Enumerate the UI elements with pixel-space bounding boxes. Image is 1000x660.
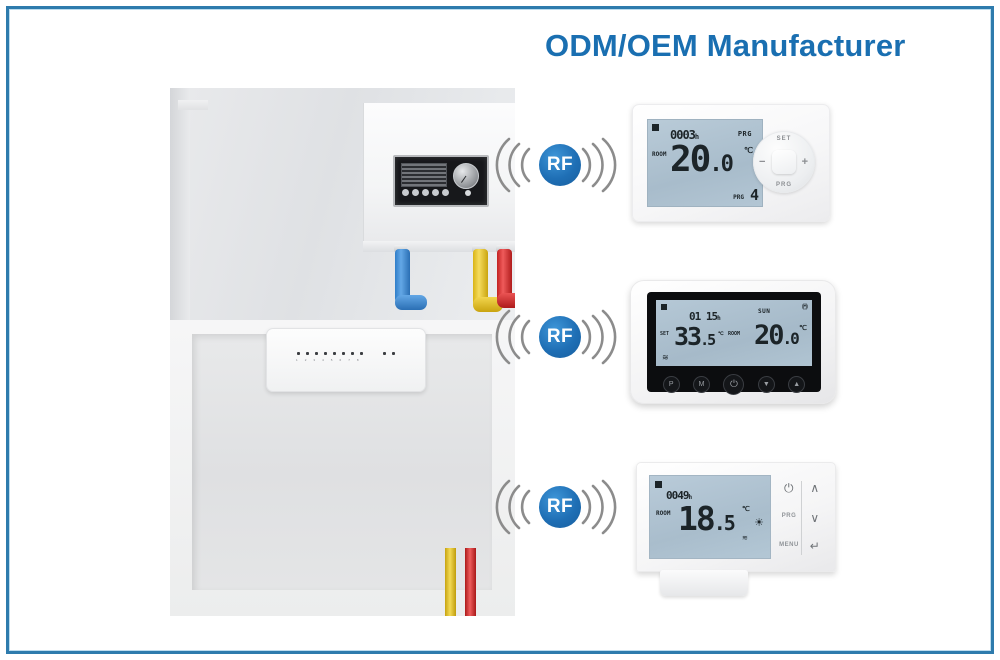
rf-label-circle: RF (539, 486, 581, 528)
floor-heating-icon: ≋ (742, 535, 748, 542)
plus-button[interactable]: + (801, 156, 809, 168)
thermostat-1-display: 0003h PRG ROOM 20.0 ℃ PRG 4 (647, 119, 763, 207)
down-key[interactable]: ▼ (757, 376, 775, 393)
rf-label-circle: RF (539, 144, 581, 186)
pipe-fitting (496, 245, 509, 252)
wiring-centre-led-numbers: 1 2 3 4 5 6 7 8 (296, 358, 362, 362)
back-key[interactable]: ↵ (809, 539, 821, 553)
sun-icon: ☀ (754, 517, 764, 529)
floor-heating-icon: ≋ (662, 353, 669, 362)
boiler-base (363, 241, 515, 252)
cabinet-interior: 1 2 3 4 5 6 7 8 (192, 328, 492, 616)
rf-label-circle: RF (539, 316, 581, 358)
page-title: ODM/OEM Manufacturer (545, 28, 906, 63)
clock-value: 0003h (670, 128, 699, 142)
thermostat-1-control-pad[interactable]: SET PRG − + (753, 131, 815, 193)
mode-label: PRG (737, 130, 752, 138)
clock-value: 01 15h (689, 310, 721, 323)
wall-shadow (170, 88, 190, 320)
wiring-centre: 1 2 3 4 5 6 7 8 (266, 328, 426, 392)
room-temperature-value: 20.0 (754, 320, 800, 351)
minus-button[interactable]: − (759, 156, 767, 168)
manifold-flow-pipe (445, 548, 456, 616)
mode-key[interactable]: M (693, 376, 711, 393)
program-number: 4 (749, 186, 759, 204)
room-temperature-unit: ℃ (799, 324, 807, 332)
thermostat-3-display: 0049h ROOM 18.5 ℃ ☀ ≋ (649, 475, 771, 559)
rf-badge: RF (495, 136, 617, 194)
up-key[interactable]: ▲ (788, 376, 806, 393)
cold-water-pipe (395, 249, 410, 305)
power-key[interactable]: ⏻ (784, 481, 794, 495)
boiler-knob-icon (465, 190, 471, 196)
installation-photo: 1 2 3 4 5 6 7 8 (170, 88, 515, 616)
room-label: ROOM (728, 331, 741, 337)
signal-icon: ((•)) (801, 304, 808, 310)
battery-icon (655, 481, 662, 488)
rf-badge: RF (495, 478, 617, 536)
pressure-gauge-icon (453, 163, 479, 189)
thermostat-3-keys[interactable]: ⏻ PRG MENU ∧ ∨ ↵ (779, 479, 823, 557)
manifold-return-pipe (465, 548, 476, 616)
rf-label: RF (546, 154, 574, 175)
program-label: PRG (733, 194, 744, 201)
thermostat-2-faceplate: ((•)) 01 15h SUN SET 33.5 ℃ ROOM 20.0 ℃ … (647, 292, 821, 395)
boiler-unit (363, 103, 515, 242)
thermostat-desktop-model[interactable]: 0049h ROOM 18.5 ℃ ☀ ≋ ⏻ PRG MENU ∧ ∨ ↵ (636, 462, 836, 572)
thermostat-knob-model[interactable]: 0003h PRG ROOM 20.0 ℃ PRG 4 SET PRG − + (632, 104, 830, 222)
wiring-centre-leds (297, 352, 395, 355)
sensor-label: ROOM (652, 151, 667, 158)
gas-pipe-elbow (473, 297, 503, 312)
hot-water-pipe (497, 249, 512, 305)
key-divider (801, 481, 802, 555)
manifold-cabinet: 1 2 3 4 5 6 7 8 (170, 320, 515, 616)
set-temperature-unit: ℃ (718, 331, 724, 337)
power-key[interactable]: ⏻ (723, 374, 745, 395)
set-button[interactable]: SET (776, 136, 792, 142)
thermostat-2-keys[interactable]: P M ⏻ ▼ ▲ (656, 374, 812, 395)
battery-icon (661, 304, 667, 310)
pipe-fitting (394, 245, 407, 252)
rf-badge: RF (495, 308, 617, 366)
set-temperature-value: 33.5 (674, 322, 716, 351)
gas-pipe (473, 249, 488, 309)
boiler-control-panel (393, 155, 489, 207)
thermostat-2-display: ((•)) 01 15h SUN SET 33.5 ℃ ROOM 20.0 ℃ … (656, 300, 812, 366)
program-key[interactable]: PRG (781, 513, 797, 519)
pipe-fitting (472, 245, 485, 252)
day-label: SUN (758, 308, 771, 315)
center-button[interactable] (772, 150, 796, 174)
temperature-value: 20.0 (670, 139, 734, 180)
rf-label: RF (546, 326, 574, 347)
menu-key[interactable]: MENU (779, 542, 799, 548)
battery-icon (652, 124, 659, 131)
set-label: SET (660, 331, 670, 337)
thermostat-touch-model[interactable]: ((•)) 01 15h SUN SET 33.5 ℃ ROOM 20.0 ℃ … (630, 280, 836, 404)
clock-value: 0049h (666, 489, 692, 502)
temperature-unit: ℃ (744, 146, 753, 155)
thermostat-3-stand-neck (178, 100, 208, 110)
boiler-buttons (402, 189, 449, 196)
program-key[interactable]: P (662, 376, 680, 393)
down-key[interactable]: ∨ (810, 511, 820, 525)
hot-water-pipe-elbow (497, 293, 515, 308)
temperature-unit: ℃ (742, 505, 750, 513)
up-key[interactable]: ∧ (810, 481, 820, 495)
temperature-value: 18.5 (678, 499, 736, 538)
rf-label: RF (546, 496, 574, 517)
sensor-label: ROOM (656, 510, 671, 517)
prg-button[interactable]: PRG (775, 182, 793, 188)
thermostat-3-stand (660, 570, 748, 596)
cold-water-pipe-elbow (395, 295, 427, 310)
boiler-lcd-icon (401, 163, 447, 187)
